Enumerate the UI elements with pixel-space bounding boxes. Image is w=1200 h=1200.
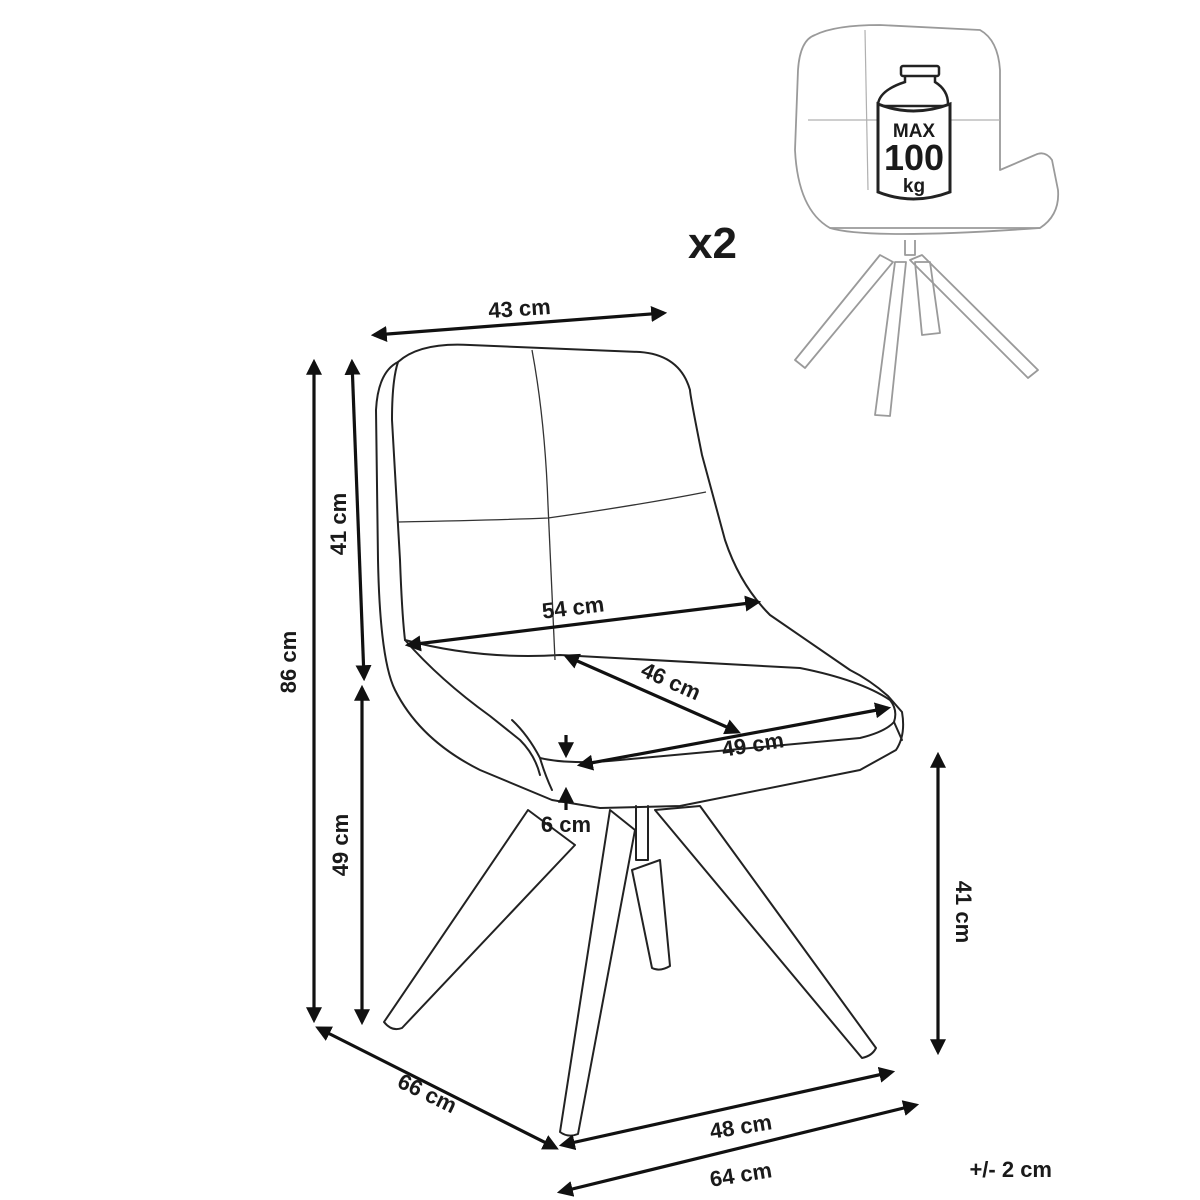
arrow-total-width: [556, 1100, 920, 1197]
label-top-width: 43 cm: [487, 294, 551, 323]
arrow-backrest-height: [344, 358, 372, 682]
label-base-width: 48 cm: [708, 1109, 774, 1143]
arrow-total-depth: [315, 1026, 559, 1150]
label-seat-width: 54 cm: [541, 591, 606, 623]
label-front-seat-width: 49 cm: [720, 727, 786, 761]
chair-line-drawing: [375, 343, 905, 1137]
label-backrest-height: 41 cm: [326, 493, 351, 555]
label-seat-depth: 46 cm: [637, 657, 704, 705]
quantity-label: x2: [688, 219, 737, 268]
badge-max-text: MAX: [893, 121, 936, 142]
label-total-height: 86 cm: [276, 631, 301, 693]
reference-chair-illustration: [794, 24, 1060, 417]
max-weight-badge: MAX 100 kg: [876, 64, 952, 201]
dimension-arrows: [306, 305, 946, 1197]
arrow-top-width: [370, 305, 668, 343]
arrow-front-seat-width: [576, 702, 892, 771]
arrow-seat-width: [404, 595, 762, 652]
label-cushion-thickness: 6 cm: [541, 812, 591, 837]
badge-weight-value: 100: [884, 137, 944, 178]
label-total-depth: 66 cm: [394, 1068, 461, 1118]
label-base-height: 41 cm: [951, 881, 976, 943]
dimension-labels: 43 cm 86 cm 41 cm 49 cm 54 cm 46 cm 49 c…: [276, 294, 976, 1192]
tolerance-note: +/- 2 cm: [969, 1157, 1052, 1182]
badge-unit-text: kg: [903, 176, 925, 197]
label-seat-height: 49 cm: [328, 814, 353, 876]
label-total-width: 64 cm: [708, 1157, 774, 1191]
